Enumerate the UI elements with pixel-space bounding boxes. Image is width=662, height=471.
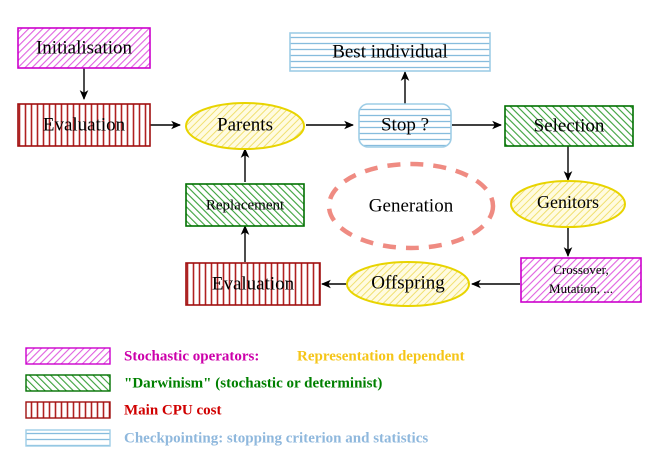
legend-item-darwinism: "Darwinism" (stochastic or determinist): [25, 374, 382, 392]
node-initialisation[interactable]: Initialisation: [17, 27, 151, 69]
node-initialisation-label: Initialisation: [36, 37, 133, 58]
node-selection-label: Selection: [534, 115, 605, 136]
legend-label-checkpointing: Checkpointing: stopping criterion and st…: [124, 430, 428, 446]
node-parents-label: Parents: [217, 114, 273, 135]
node-evaluation-top-label: Evaluation: [43, 114, 126, 135]
node-offspring-label: Offspring: [371, 272, 445, 293]
legend-label-representation-dependent: Representation dependent: [297, 348, 465, 364]
node-offspring[interactable]: Offspring: [346, 261, 470, 307]
node-genitors-label: Genitors: [537, 192, 599, 212]
node-replacement[interactable]: Replacement: [185, 183, 305, 227]
legend-item-checkpointing: Checkpointing: stopping criterion and st…: [25, 429, 428, 447]
legend-swatch-green: [25, 374, 111, 392]
legend-item-main-cpu-cost: Main CPU cost: [25, 401, 222, 419]
legend-label-main-cpu-cost: Main CPU cost: [124, 402, 222, 418]
node-replacement-label: Replacement: [206, 197, 285, 213]
node-generation-label: Generation: [369, 195, 454, 216]
node-selection[interactable]: Selection: [504, 105, 634, 147]
generation-dashed-outline: [326, 161, 496, 251]
legend-swatch-blue: [25, 429, 111, 447]
node-best-individual-label: Best individual: [332, 41, 448, 62]
edge-layer: [79, 68, 573, 289]
node-evaluation-bottom-label: Evaluation: [212, 273, 295, 294]
legend-item-stochastic-operators: Stochastic operators: Representation dep…: [25, 347, 465, 365]
node-parents[interactable]: Parents: [185, 102, 305, 150]
node-crossover-label-line2: Mutation, ...: [549, 281, 613, 296]
node-evaluation-top[interactable]: Evaluation: [17, 103, 151, 147]
node-generation: Generation: [326, 161, 496, 251]
legend-swatch-magenta: [25, 347, 111, 365]
node-best-individual[interactable]: Best individual: [289, 32, 491, 72]
node-crossover-label-line1: Crossover,: [553, 262, 608, 277]
node-stop[interactable]: Stop ?: [358, 103, 452, 148]
legend: Stochastic operators: Representation dep…: [25, 347, 465, 447]
node-crossover-mutation[interactable]: Crossover, Mutation, ...: [520, 257, 642, 303]
node-evaluation-bottom[interactable]: Evaluation: [185, 262, 321, 306]
node-genitors[interactable]: Genitors: [510, 180, 626, 228]
legend-swatch-red: [25, 401, 111, 419]
legend-label-stochastic-operators: Stochastic operators:: [124, 348, 259, 364]
node-stop-label: Stop ?: [381, 114, 429, 135]
legend-label-darwinism: "Darwinism" (stochastic or determinist): [124, 375, 382, 391]
